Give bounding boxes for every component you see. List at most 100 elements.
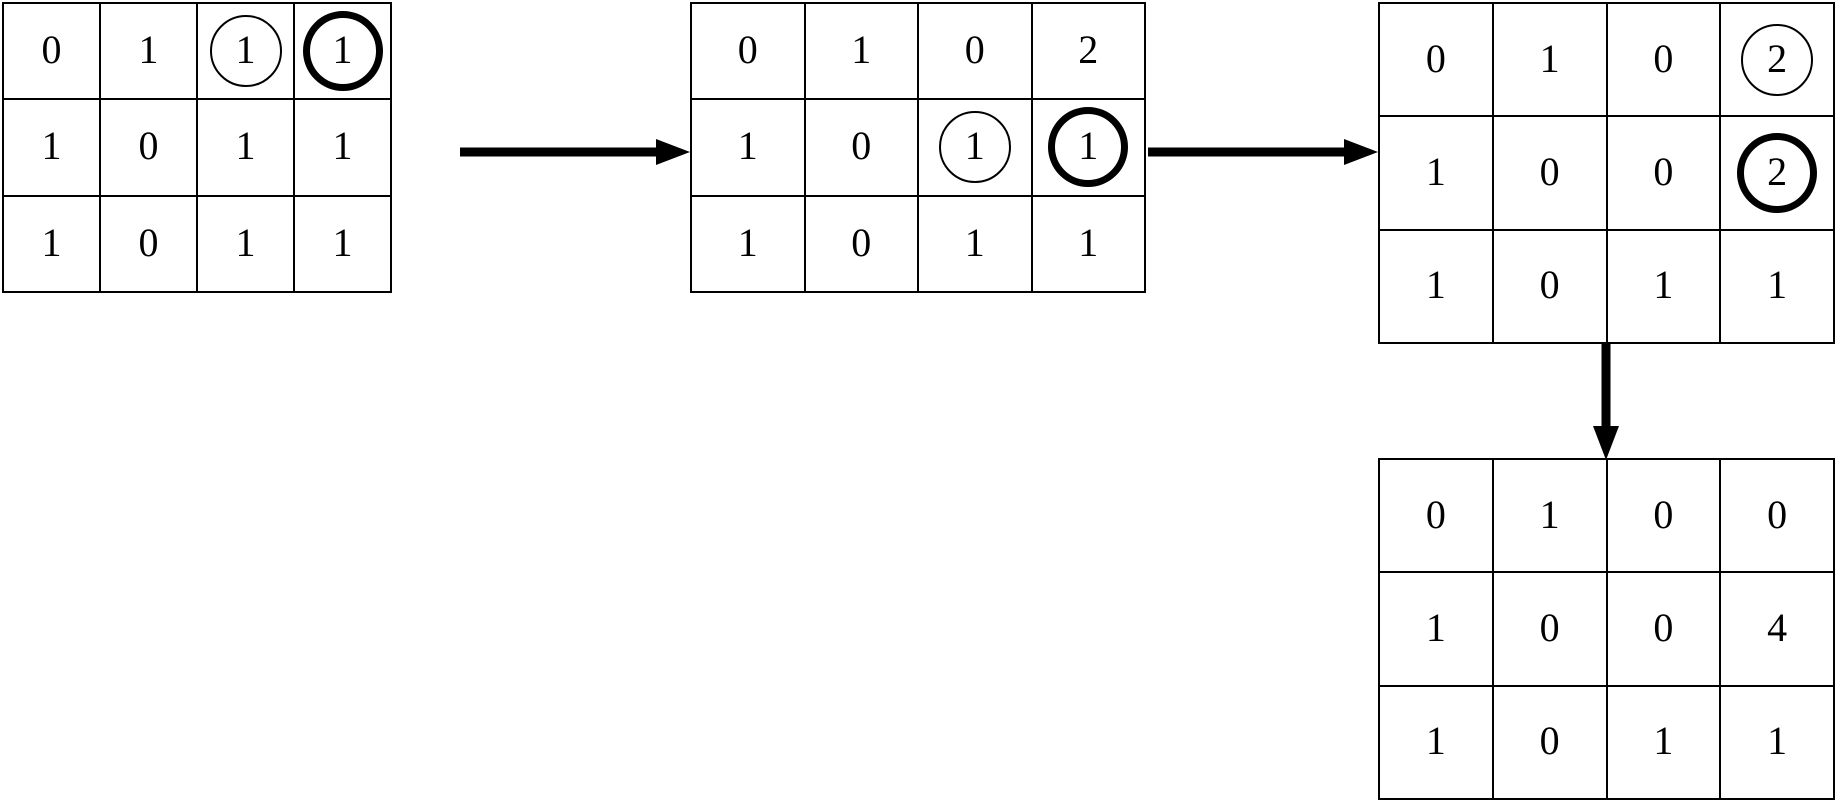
cell-value: 0 bbox=[1425, 35, 1446, 81]
cell-value: 0 bbox=[1539, 604, 1560, 650]
cell-value: 1 bbox=[1078, 123, 1099, 169]
cell-value: 1 bbox=[1425, 148, 1446, 194]
grid-cell: 1 bbox=[1032, 196, 1146, 293]
grid-cell: 1 bbox=[198, 100, 295, 197]
grid-cell: 0 bbox=[805, 100, 919, 197]
cell-value: 0 bbox=[1653, 35, 1674, 81]
grid-cell: 0 bbox=[1607, 4, 1722, 118]
cell-value: 0 bbox=[964, 27, 985, 73]
grid-cell: 0 bbox=[1493, 686, 1608, 800]
grid-cell: 2 bbox=[1721, 117, 1835, 231]
grid-cell: 2 bbox=[1721, 4, 1835, 118]
grid-cell: 0 bbox=[1607, 460, 1722, 574]
cell-value: 1 bbox=[235, 27, 256, 73]
bold-circle-highlight-icon bbox=[1737, 132, 1818, 213]
grid-cell: 0 bbox=[919, 4, 1033, 101]
grid-cell: 1 bbox=[1607, 686, 1722, 800]
grid-cell: 1 bbox=[295, 4, 392, 101]
cell-value: 1 bbox=[41, 219, 62, 265]
grid-cell: 4 bbox=[1721, 573, 1835, 687]
cell-value: 0 bbox=[1653, 491, 1674, 537]
grid-cell: 0 bbox=[4, 4, 101, 101]
grid-cell: 1 bbox=[295, 196, 392, 293]
grid-cell: 1 bbox=[198, 196, 295, 293]
grid-cell: 0 bbox=[1493, 230, 1608, 344]
cell-value: 1 bbox=[851, 27, 872, 73]
cell-value: 1 bbox=[1539, 35, 1560, 81]
grid-cell: 1 bbox=[1721, 686, 1835, 800]
cell-value: 1 bbox=[1767, 718, 1788, 764]
cell-value: 1 bbox=[1425, 262, 1446, 308]
grid-cell: 2 bbox=[1032, 4, 1146, 101]
cell-value: 0 bbox=[1653, 148, 1674, 194]
grid-cell: 1 bbox=[692, 100, 806, 197]
grid-cell: 1 bbox=[1032, 100, 1146, 197]
thin-circle-highlight-icon bbox=[1741, 23, 1814, 96]
arrow-grid2-to-grid3 bbox=[1148, 137, 1378, 167]
grid-cell: 1 bbox=[4, 196, 101, 293]
cell-value: 0 bbox=[1539, 262, 1560, 308]
grid-cell: 1 bbox=[1493, 4, 1608, 118]
cell-value: 0 bbox=[1425, 491, 1446, 537]
cell-value: 4 bbox=[1767, 604, 1788, 650]
arrow-grid1-to-grid2 bbox=[460, 137, 690, 167]
grid-cell: 1 bbox=[4, 100, 101, 197]
grid-cell: 0 bbox=[805, 196, 919, 293]
cell-value: 1 bbox=[1653, 262, 1674, 308]
grid-cell: 1 bbox=[295, 100, 392, 197]
cell-value: 0 bbox=[41, 27, 62, 73]
arrow-grid3-to-grid4 bbox=[1591, 342, 1621, 460]
cell-value: 0 bbox=[737, 27, 758, 73]
cell-value: 1 bbox=[235, 123, 256, 169]
grid-cell: 0 bbox=[1721, 460, 1835, 574]
grid-cell: 1 bbox=[198, 4, 295, 101]
grid-cell: 1 bbox=[919, 196, 1033, 293]
grid-cell: 1 bbox=[692, 196, 806, 293]
cell-value: 1 bbox=[332, 219, 353, 265]
grid-cell: 1 bbox=[1721, 230, 1835, 344]
cell-value: 1 bbox=[1653, 718, 1674, 764]
grid-cell: 1 bbox=[101, 4, 198, 101]
cell-value: 0 bbox=[138, 123, 159, 169]
grid-cell: 0 bbox=[1380, 460, 1494, 574]
cell-value: 2 bbox=[1078, 27, 1099, 73]
cell-value: 1 bbox=[737, 123, 758, 169]
grid-cell: 0 bbox=[1493, 573, 1608, 687]
cell-value: 0 bbox=[1653, 604, 1674, 650]
grid-cell: 1 bbox=[1380, 117, 1494, 231]
cell-value: 1 bbox=[1539, 491, 1560, 537]
cell-value: 1 bbox=[1767, 262, 1788, 308]
cell-value: 0 bbox=[1539, 718, 1560, 764]
cell-value: 1 bbox=[964, 123, 985, 169]
grid-cell: 0 bbox=[1607, 117, 1722, 231]
grid-cell: 1 bbox=[1607, 230, 1722, 344]
cell-value: 1 bbox=[138, 27, 159, 73]
cell-value: 1 bbox=[332, 27, 353, 73]
grid-cell: 1 bbox=[805, 4, 919, 101]
bold-circle-highlight-icon bbox=[1048, 107, 1129, 188]
grid-cell: 1 bbox=[1380, 230, 1494, 344]
grid-cell: 1 bbox=[1380, 573, 1494, 687]
thin-circle-highlight-icon bbox=[209, 15, 282, 88]
grid-cell: 0 bbox=[101, 196, 198, 293]
cell-value: 0 bbox=[1767, 491, 1788, 537]
grid-cell: 0 bbox=[101, 100, 198, 197]
cell-value: 1 bbox=[1078, 219, 1099, 265]
cell-value: 0 bbox=[138, 219, 159, 265]
cell-value: 2 bbox=[1767, 35, 1788, 81]
grid-cell: 0 bbox=[1607, 573, 1722, 687]
cell-value: 1 bbox=[41, 123, 62, 169]
cell-value: 1 bbox=[1425, 718, 1446, 764]
cell-value: 1 bbox=[737, 219, 758, 265]
cell-value: 2 bbox=[1767, 148, 1788, 194]
cell-value: 1 bbox=[332, 123, 353, 169]
bold-circle-highlight-icon bbox=[302, 11, 383, 92]
thin-circle-highlight-icon bbox=[938, 111, 1011, 184]
cell-value: 1 bbox=[964, 219, 985, 265]
grid-cell: 0 bbox=[1493, 117, 1608, 231]
cell-value: 0 bbox=[851, 219, 872, 265]
